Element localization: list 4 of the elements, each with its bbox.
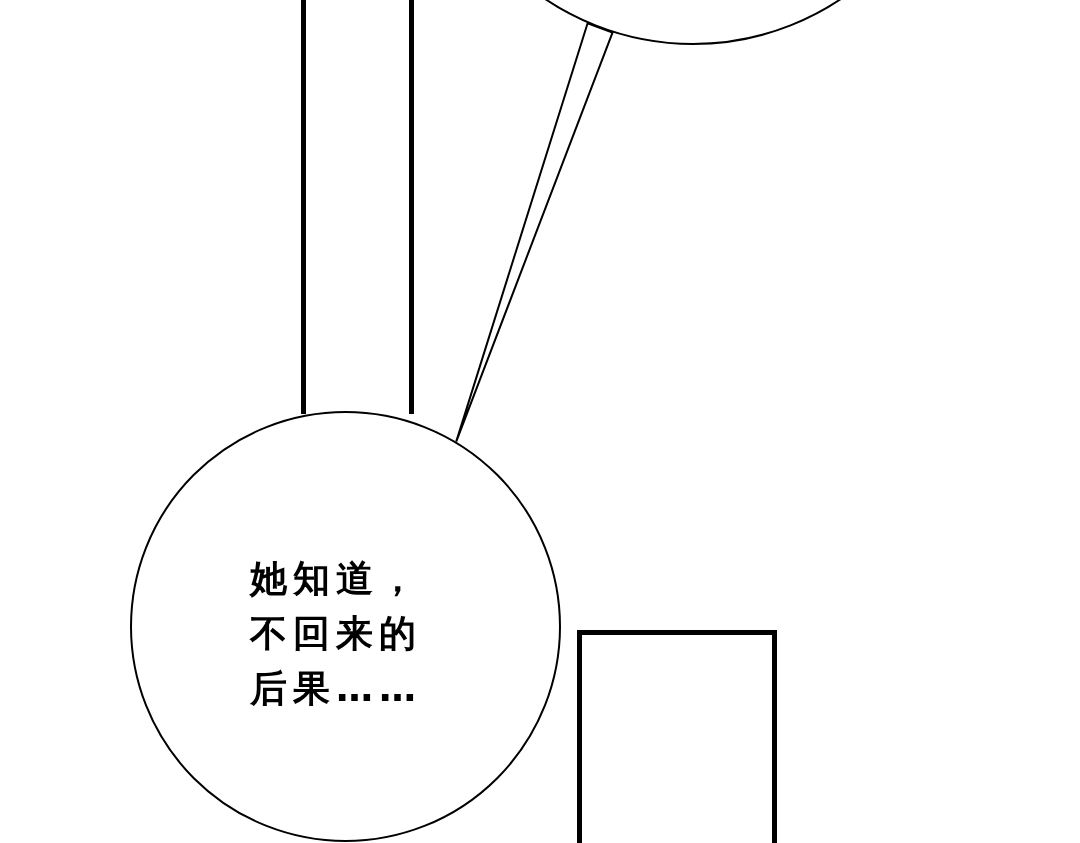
speech-text: 她知道，不回来的后果…… [250, 556, 423, 712]
panel-frame [577, 630, 777, 843]
panel-frame [301, 0, 414, 414]
speech-tail [455, 21, 614, 443]
